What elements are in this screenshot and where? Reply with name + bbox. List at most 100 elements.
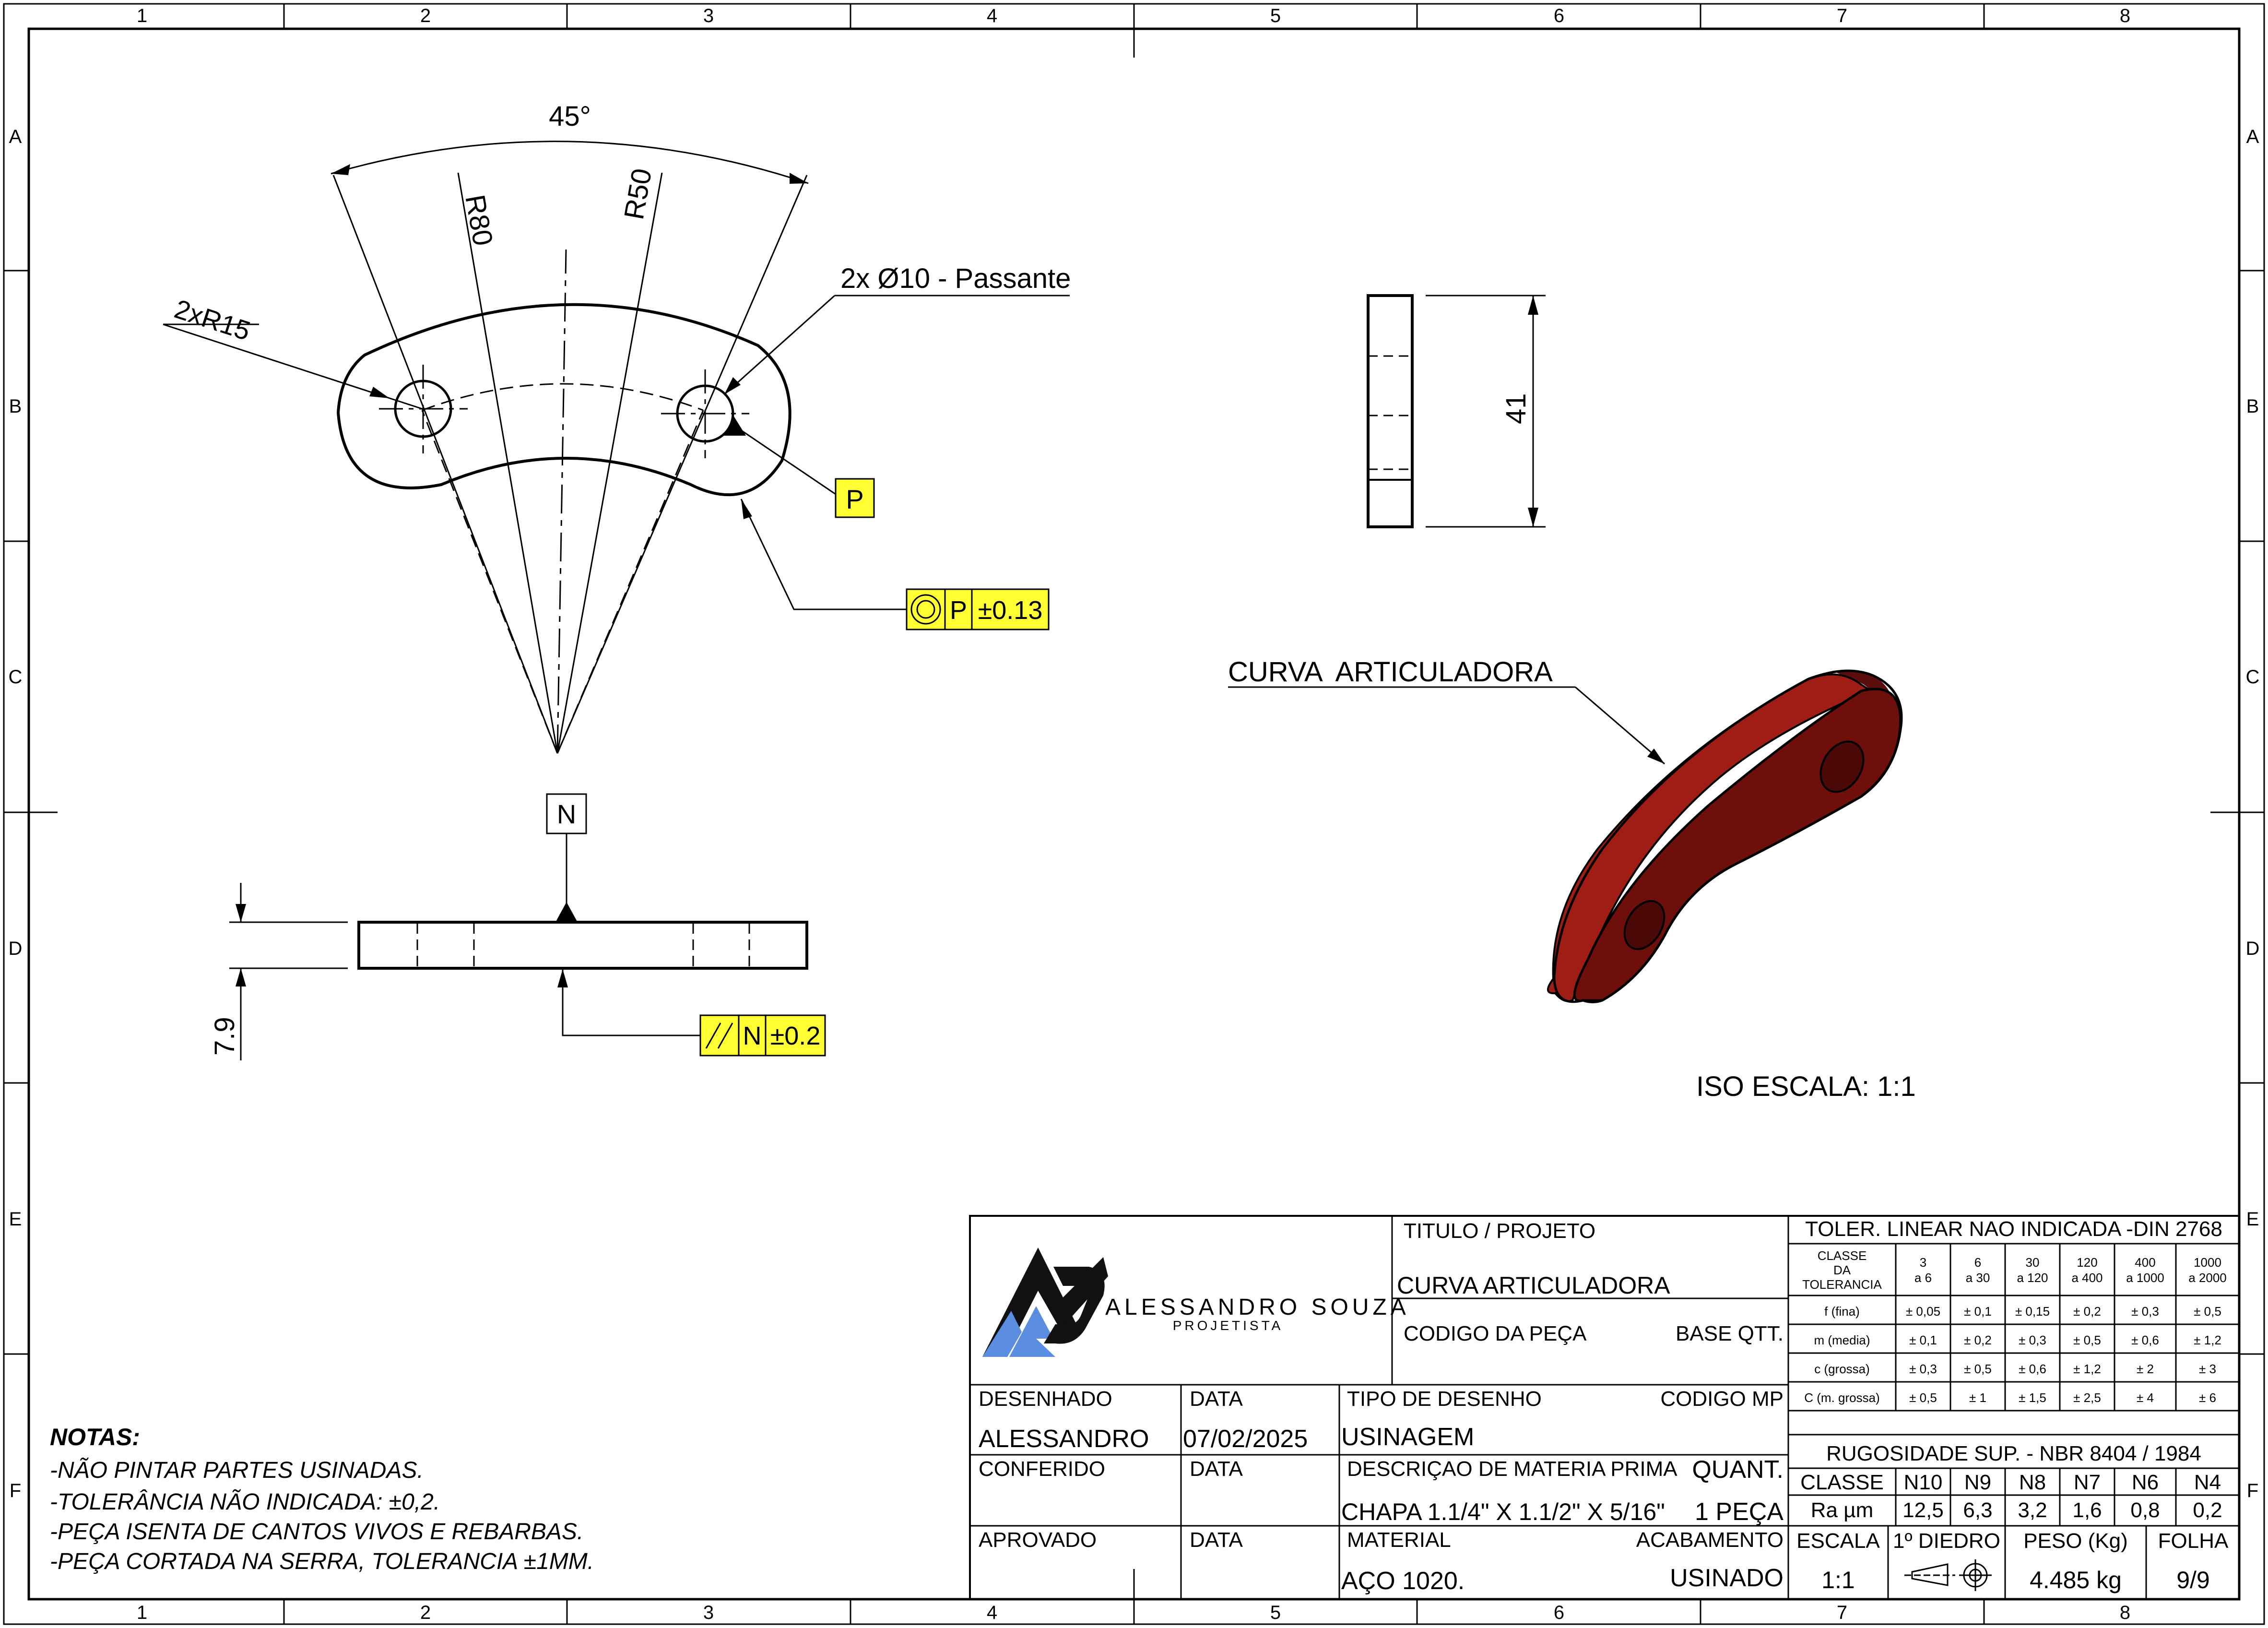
side-view: 41 <box>1367 294 1546 528</box>
rough-head: N8 <box>2019 1471 2046 1494</box>
fcf-parallelism: N ±0.2 <box>699 1014 826 1057</box>
row-label-right: A <box>2246 126 2259 147</box>
range-head: a 30 <box>1966 1271 1990 1285</box>
tolerance-title: TOLER. LINEAR NAO INDICADA -DIN 2768 <box>1805 1217 2222 1241</box>
tol-row-name: C (m. grossa) <box>1804 1390 1879 1405</box>
iso-view: CURVA ARTICULADORA ISO ESCALA: 1:1 <box>1228 656 1916 1102</box>
col-label-bottom: 4 <box>987 1602 997 1623</box>
company-name: ALESSANDRO SOUZA <box>1105 1295 1410 1320</box>
data-label: DATA <box>1190 1387 1243 1411</box>
rough-head: N9 <box>1964 1471 1991 1494</box>
data2-label: DATA <box>1190 1457 1243 1481</box>
company-subtitle: PROJETISTA <box>1173 1318 1284 1333</box>
roughness-title: RUGOSIDADE SUP. - NBR 8404 / 1984 <box>1826 1442 2201 1465</box>
title-block: ALESSANDRO SOUZA PROJETISTA TITULO / PRO… <box>969 1215 2240 1600</box>
centerline-arcs <box>421 249 704 754</box>
quant-label: QUANT. <box>1692 1456 1784 1484</box>
concentricity-icon <box>910 594 941 625</box>
datum-p-box <box>835 478 875 518</box>
class-header: DA <box>1833 1263 1851 1277</box>
tol-cell: ± 0,5 <box>2073 1333 2101 1347</box>
col-label-top: 8 <box>2120 5 2130 26</box>
hole-centermarks <box>379 365 749 458</box>
base-qtt-label: BASE QTT. <box>1676 1322 1784 1345</box>
tol-cell: ± 0,05 <box>1906 1304 1940 1319</box>
quant-value: 1 PEÇA <box>1695 1498 1784 1526</box>
col-label-top: 6 <box>1554 5 1564 26</box>
notes-title: NOTAS: <box>50 1424 140 1450</box>
iso-outline <box>1553 669 1903 1003</box>
note-item: -PEÇA CORTADA NA SERRA, TOLERANCIA ±1MM. <box>50 1549 594 1574</box>
row-label-right: F <box>2247 1480 2258 1501</box>
acabamento-value: USINADO <box>1670 1564 1784 1592</box>
arrowhead <box>557 969 568 987</box>
range-head: a 120 <box>2017 1271 2048 1285</box>
tolerance-table: TOLER. LINEAR NAO INDICADA -DIN 2768 CLA… <box>1788 1217 2239 1436</box>
tol-cell: ± 1,2 <box>2194 1333 2221 1347</box>
tol-cell: ± 0,1 <box>1909 1333 1937 1347</box>
tol-cell: ± 4 <box>2137 1390 2154 1405</box>
note-item: -PEÇA ISENTA DE CANTOS VIVOS E REBARBAS. <box>50 1519 583 1545</box>
acabamento-label: ACABAMENTO <box>1636 1528 1784 1552</box>
tol-cell: ± 6 <box>2199 1390 2216 1405</box>
material-label: MATERIAL <box>1347 1528 1451 1552</box>
tol-cell: ± 1,2 <box>2073 1362 2101 1376</box>
hole-callout: 2x Ø10 - Passante <box>840 263 1071 294</box>
fcf-concentricity: P ±0.13 <box>906 588 1050 630</box>
tipo-label: TIPO DE DESENHO <box>1347 1387 1542 1411</box>
diedro-label: 1º DIEDRO <box>1893 1529 2000 1553</box>
codigo-mp-label: CODIGO MP <box>1660 1387 1784 1411</box>
part-outline <box>336 303 791 497</box>
rough-head: CLASSE <box>1800 1471 1884 1494</box>
desenhado-value: ALESSANDRO <box>979 1425 1149 1453</box>
rough-cell: 0,2 <box>2193 1498 2222 1522</box>
arrowhead <box>369 387 390 398</box>
tol-cell: ± 3 <box>2199 1362 2216 1376</box>
tol-cell: ± 0,3 <box>2131 1304 2159 1319</box>
range-head: a 1000 <box>2126 1271 2164 1285</box>
row-label-left: B <box>9 396 22 417</box>
leader-line <box>734 425 836 495</box>
arrowhead <box>236 968 246 986</box>
tol-cell: ± 1 <box>1969 1390 1986 1405</box>
leader-line <box>723 295 836 395</box>
col-label-top: 3 <box>703 5 714 26</box>
arrowhead <box>236 904 246 922</box>
col-label-top: 7 <box>1837 5 1847 26</box>
first-angle-projection-icon <box>1904 1559 1992 1591</box>
desenhado-label: DESENHADO <box>979 1387 1112 1411</box>
datum-p-label: P <box>846 484 863 514</box>
iso-part-label: CURVA ARTICULADORA <box>1228 656 1553 688</box>
rough-head: N6 <box>2132 1471 2159 1494</box>
plate-edge-view <box>357 921 808 970</box>
iso-edge-band <box>1832 670 1896 729</box>
col-label-top: 4 <box>987 5 997 26</box>
rough-cell: 12,5 <box>1902 1498 1944 1522</box>
descricao-label: DESCRIÇAO DE MATERIA PRIMA <box>1347 1457 1677 1481</box>
folha-label: FOLHA <box>2158 1529 2229 1553</box>
note-item: -NÃO PINTAR PARTES USINADAS. <box>50 1457 424 1483</box>
row-label-left: F <box>10 1480 21 1501</box>
row-label-right: B <box>2246 396 2259 417</box>
peso-label: PESO (Kg) <box>2023 1529 2128 1553</box>
tol-cell: ± 0,3 <box>1909 1362 1937 1376</box>
col-label-top: 1 <box>137 5 147 26</box>
col-label-bottom: 1 <box>137 1602 147 1623</box>
range-head: 3 <box>1920 1255 1926 1270</box>
tol-cell: ± 0,5 <box>1909 1390 1937 1405</box>
range-head: 6 <box>1974 1255 1981 1270</box>
tol-cell: ± 0,15 <box>2015 1304 2050 1319</box>
side-outline <box>1367 294 1414 528</box>
col-label-top: 5 <box>1270 5 1281 26</box>
tol-cell: ± 0,2 <box>2073 1304 2101 1319</box>
range-head: 1000 <box>2194 1255 2221 1270</box>
row-label-left: E <box>9 1209 22 1230</box>
escala-label: ESCALA <box>1796 1529 1880 1553</box>
rough-cell: 3,2 <box>2018 1498 2047 1522</box>
descricao-value: CHAPA 1.1/4" X 1.1/2" X 5/16" <box>1341 1498 1665 1525</box>
arrowhead <box>741 499 752 519</box>
tol-cell: ± 0,6 <box>2019 1362 2046 1376</box>
range-head: 400 <box>2135 1255 2155 1270</box>
folha-value: 9/9 <box>2176 1567 2210 1593</box>
